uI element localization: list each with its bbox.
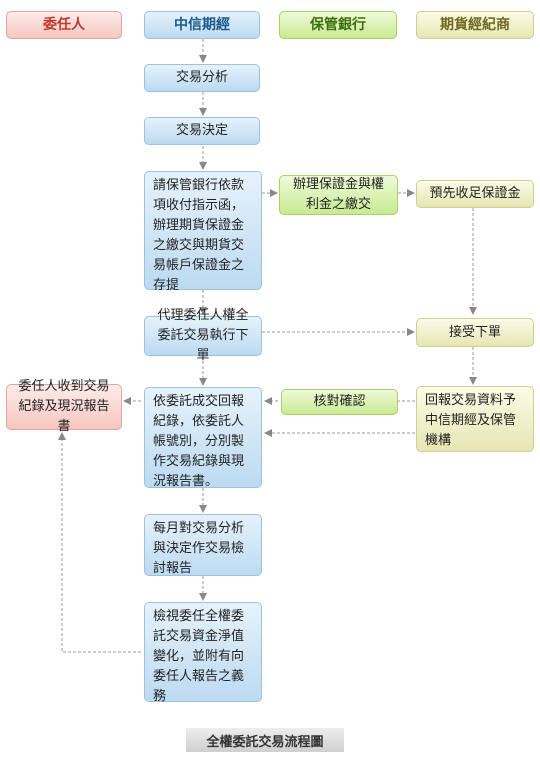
header-broker: 期貨經紀商 (416, 11, 534, 39)
step-analysis: 交易分析 (144, 64, 260, 92)
diagram-caption: 全權委託交易流程圖 (186, 728, 344, 752)
step-record: 依委託成交回報紀錄，依委託人帳號別，分別製作交易紀錄與現況報告書。 (144, 387, 262, 489)
arrow-review-to-principal (58, 432, 141, 653)
step-bank-margin: 辦理保證金與權利金之繳交 (279, 175, 398, 215)
header-bank: 保管銀行 (279, 11, 397, 39)
step-broker-report: 回報交易資料予中信期經及保管機構 (416, 386, 534, 452)
step-decision: 交易決定 (144, 117, 260, 145)
step-nav-review: 檢視委任全權委託交易資金淨值變化，並附有向委任人報告之義務 (144, 602, 262, 704)
step-bank-verify: 核對確認 (281, 389, 398, 415)
step-broker-collect: 預先收足保證金 (416, 180, 534, 208)
step-principal-receive: 委任人收到交易紀錄及現況報告書 (6, 379, 122, 434)
step-payment-instruction: 請保管銀行依款項收付指示函，辦理期貨保證金之繳交與期貨交易帳戶保證金之存提 (144, 171, 262, 293)
header-principal: 委任人 (6, 11, 122, 39)
header-manager: 中信期經 (144, 11, 260, 39)
step-order: 代理委任人權全委託交易執行下單 (144, 308, 262, 363)
step-broker-accept: 接受下單 (416, 318, 534, 347)
step-monthly-review: 每月對交易分析與決定作交易檢討報告 (144, 514, 262, 576)
